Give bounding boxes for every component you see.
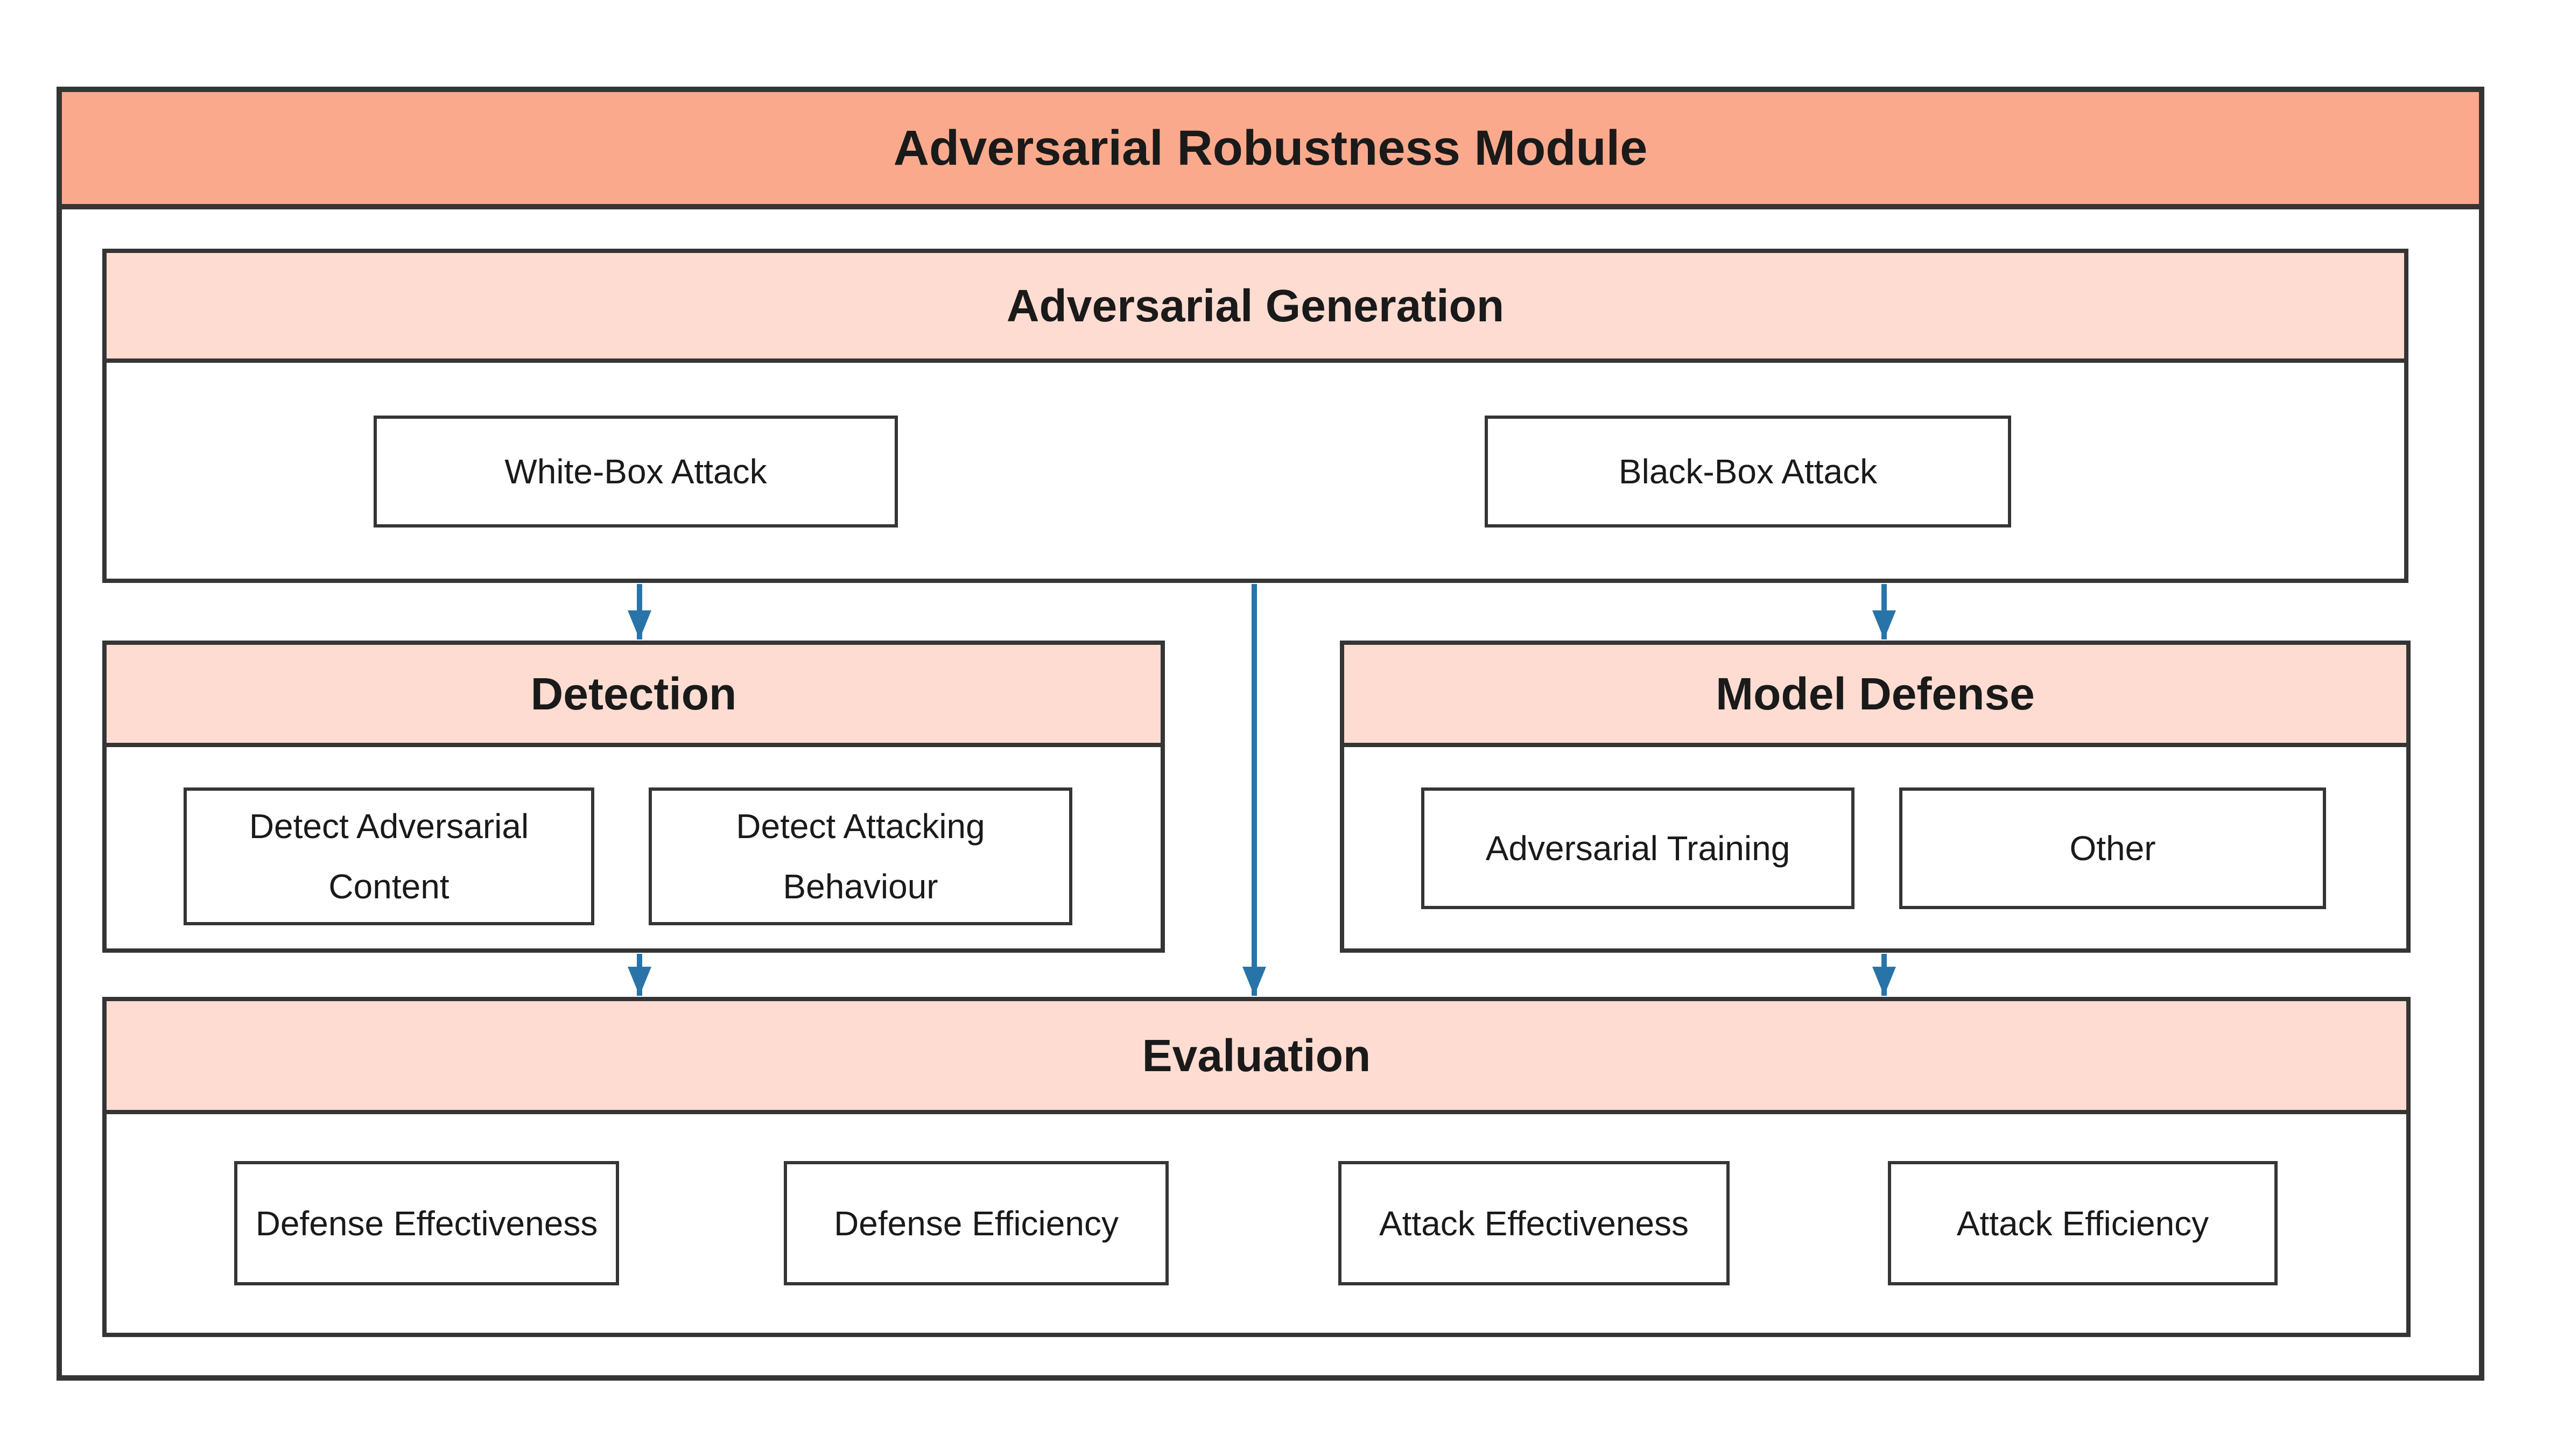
- box-label-defense-effectiveness: Defense Effectiveness: [255, 1204, 598, 1243]
- section-title-evaluation: Evaluation: [1142, 1030, 1371, 1081]
- box-adversarial-training: Adversarial Training: [1421, 787, 1854, 909]
- box-defense-effectiveness: Defense Effectiveness: [234, 1161, 619, 1285]
- box-label-black-box-attack: Black-Box Attack: [1618, 452, 1878, 491]
- section-header-model-defense: Model Defense: [1344, 645, 2406, 747]
- box-white-box-attack: White-Box Attack: [374, 416, 898, 527]
- section-header-adversarial-generation: Adversarial Generation: [107, 253, 2404, 363]
- arrow-detection-to-evaluation-icon: [637, 954, 642, 996]
- box-detect-adversarial-content: Detect Adversarial Content: [184, 787, 594, 925]
- section-title-model-defense: Model Defense: [1716, 668, 2035, 719]
- box-label-adversarial-training: Adversarial Training: [1485, 829, 1790, 868]
- arrow-model-defense-to-evaluation-icon: [1881, 954, 1887, 996]
- box-label-attack-effectiveness: Attack Effectiveness: [1379, 1204, 1689, 1243]
- arrow-generation-to-model-defense-icon: [1881, 584, 1887, 639]
- box-attack-effectiveness: Attack Effectiveness: [1338, 1161, 1730, 1285]
- section-title-detection: Detection: [530, 668, 737, 719]
- arrow-generation-to-detection-icon: [637, 584, 642, 639]
- box-detect-attacking-behaviour: Detect Attacking Behaviour: [649, 787, 1072, 925]
- module-title-bar: Adversarial Robustness Module: [57, 87, 2484, 209]
- box-label-attack-efficiency: Attack Efficiency: [1956, 1204, 2209, 1243]
- box-label-detect-adversarial-content: Detect Adversarial Content: [249, 807, 529, 906]
- box-other: Other: [1899, 787, 2326, 909]
- box-attack-efficiency: Attack Efficiency: [1888, 1161, 2278, 1285]
- box-label-other: Other: [2069, 829, 2156, 868]
- box-label-defense-efficiency: Defense Efficiency: [834, 1204, 1119, 1243]
- section-title-adversarial-generation: Adversarial Generation: [1006, 280, 1505, 331]
- module-title: Adversarial Robustness Module: [893, 120, 1648, 175]
- arrow-generation-to-evaluation-icon: [1252, 584, 1257, 996]
- section-header-detection: Detection: [107, 645, 1161, 747]
- section-header-evaluation: Evaluation: [107, 1001, 2406, 1114]
- box-defense-efficiency: Defense Efficiency: [784, 1161, 1169, 1285]
- box-label-white-box-attack: White-Box Attack: [504, 452, 767, 491]
- box-black-box-attack: Black-Box Attack: [1485, 416, 2011, 527]
- box-label-detect-attacking-behaviour: Detect Attacking Behaviour: [736, 807, 985, 906]
